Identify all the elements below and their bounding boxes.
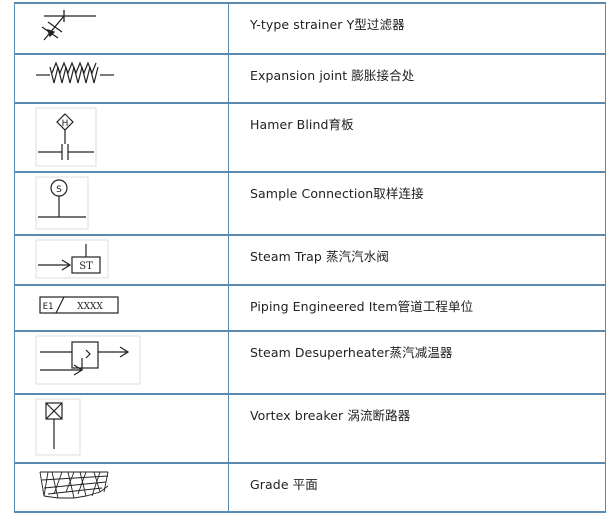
row-divider bbox=[14, 234, 606, 236]
table-row: ST Steam Trap 蒸汽汽水阀 bbox=[14, 234, 606, 284]
table-row: Expansion joint 膨胀接合处 bbox=[14, 53, 606, 102]
row-text: Expansion joint 膨胀接合处 bbox=[250, 68, 415, 83]
table-border-top bbox=[14, 2, 606, 4]
row-text: Piping Engineered Item管道工程单位 bbox=[250, 299, 474, 314]
row-divider bbox=[14, 393, 606, 395]
table-border-left bbox=[14, 2, 15, 512]
table-border-right bbox=[605, 2, 606, 512]
piping-item-code: E1 bbox=[43, 302, 54, 312]
row-text: Sample Connection取样连接 bbox=[250, 186, 424, 201]
row-text: Steam Trap 蒸汽汽水阀 bbox=[250, 249, 389, 264]
table-border-bottom bbox=[14, 511, 606, 513]
hammer-blind-icon: H bbox=[14, 102, 228, 171]
row-text: Hamer Blind育板 bbox=[250, 117, 354, 132]
steam-trap-icon: ST bbox=[14, 234, 228, 284]
svg-text:S: S bbox=[56, 185, 62, 195]
table-row: Grade 平面 bbox=[14, 462, 606, 511]
row-divider bbox=[14, 462, 606, 464]
vortex-breaker-icon bbox=[14, 393, 228, 462]
table-row: E1 XXXX Piping Engineered Item管道工程单位 bbox=[14, 284, 606, 330]
row-text: Steam Desuperheater蒸汽减温器 bbox=[250, 345, 453, 360]
steam-desuperheater-icon bbox=[14, 330, 228, 393]
table-row: Vortex breaker 涡流断路器 bbox=[14, 393, 606, 462]
steam-trap-label: ST bbox=[79, 261, 93, 272]
y-type-strainer-icon bbox=[14, 2, 228, 53]
column-divider bbox=[228, 2, 229, 512]
table-row: H Hamer Blind育板 bbox=[14, 102, 606, 171]
row-divider bbox=[14, 330, 606, 332]
grade-icon bbox=[14, 462, 228, 511]
row-divider bbox=[14, 53, 606, 55]
expansion-joint-icon bbox=[14, 53, 228, 102]
row-text: Grade 平面 bbox=[250, 477, 318, 492]
table-row: Steam Desuperheater蒸汽减温器 bbox=[14, 330, 606, 393]
row-text: Vortex breaker 涡流断路器 bbox=[250, 408, 411, 423]
row-text: Y-type strainer Y型过滤器 bbox=[250, 17, 405, 32]
row-divider bbox=[14, 284, 606, 286]
table-row: Y-type strainer Y型过滤器 bbox=[14, 2, 606, 53]
piping-item-number: XXXX bbox=[77, 302, 103, 312]
row-divider bbox=[14, 102, 606, 104]
table-row: S Sample Connection取样连接 bbox=[14, 171, 606, 234]
sample-connection-icon: S bbox=[14, 171, 228, 234]
svg-text:H: H bbox=[62, 119, 69, 129]
piping-item-icon: E1 XXXX bbox=[14, 284, 228, 330]
row-divider bbox=[14, 171, 606, 173]
